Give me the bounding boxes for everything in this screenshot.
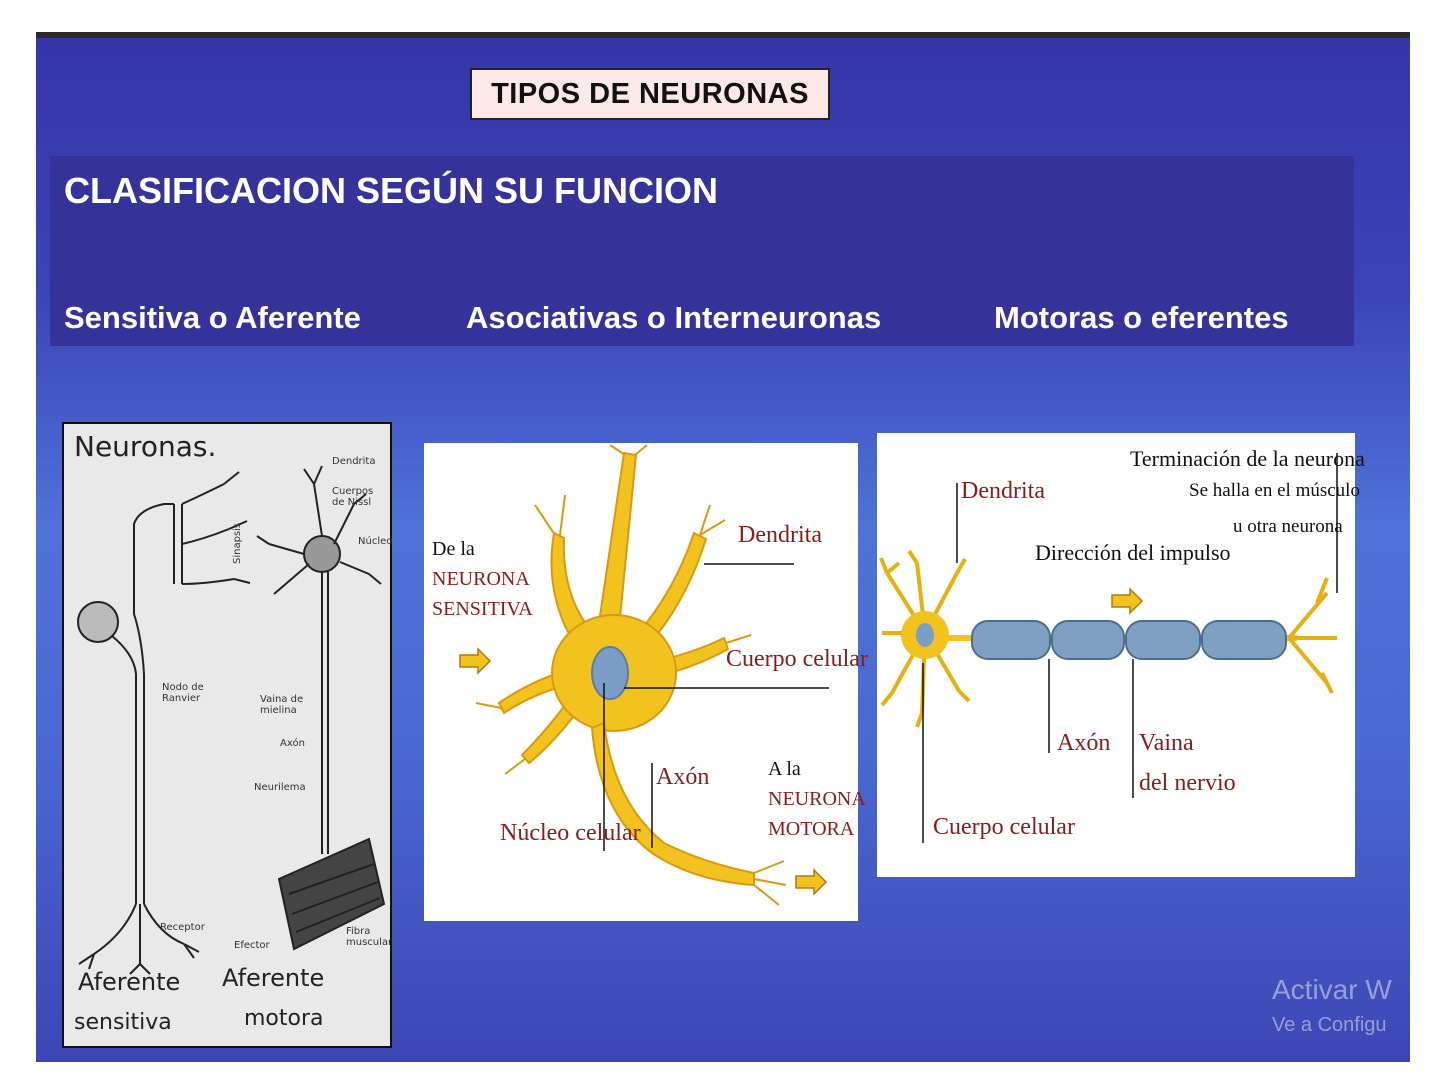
neurons-sketch-figure: Neuronas. Dendrita Cuerpos de Nissl Núcl… (62, 422, 392, 1048)
neurons-sketch-drawing (77, 465, 386, 975)
classification-heading: CLASIFICACION SEGÚN SU FUNCION (64, 170, 719, 211)
label-nodo-sketch: Nodo de Ranvier (162, 682, 204, 704)
slide-title: TIPOS DE NEURONAS (470, 68, 830, 120)
neuron-diagram-figure: De la NEURONA SENSITIVA Dendrita Cuerpo … (424, 443, 868, 921)
activation-watermark-line2: Ve a Configu (1272, 1014, 1387, 1036)
myelinated-neuron-drawing (879, 453, 1338, 843)
label-a-la: A la (768, 758, 801, 780)
label-de-la: De la (432, 538, 475, 560)
label-receptor-sketch: Receptor (160, 922, 205, 933)
label-efector-sketch: Efector (234, 940, 270, 951)
label-terminacion: Terminación de la neurona (1130, 446, 1365, 471)
label-se-halla: Se halla en el músculo (1189, 480, 1360, 501)
label-neurona-motora-2: MOTORA (768, 818, 855, 840)
label-axon-sketch: Axón (280, 738, 305, 749)
label-neurilema-sketch: Neurilema (254, 782, 306, 793)
label-axon-right: Axón (1057, 730, 1111, 756)
category-motoras: Motoras o eferentes (994, 300, 1289, 335)
label-direccion: Dirección del impulso (1035, 540, 1231, 565)
label-cuerpo-celular-middle: Cuerpo celular (726, 646, 868, 672)
caption-motora: motora (244, 1006, 324, 1031)
label-axon-middle: Axón (656, 764, 710, 790)
label-dendrita-right: Dendrita (961, 478, 1045, 504)
neuron-diagram-drawing (459, 444, 829, 906)
label-fibra-sketch: Fibra muscular (346, 926, 393, 948)
label-del-nervio: del nervio (1139, 770, 1236, 796)
label-vaina: Vaina (1139, 730, 1194, 756)
category-sensitiva: Sensitiva o Aferente (64, 300, 361, 335)
caption-sensitiva: sensitiva (74, 1010, 172, 1035)
category-asociativas: Asociativas o Interneuronas (466, 300, 882, 335)
label-vaina-sketch: Vaina de mielina (260, 694, 304, 716)
top-border (36, 32, 1410, 38)
heading-band (50, 156, 1354, 346)
label-u-otra: u otra neurona (1233, 516, 1343, 537)
label-neurona-motora-1: NEURONA (768, 788, 866, 810)
caption-aferente-left: Aferente (78, 968, 181, 996)
myelinated-neuron-figure: Terminación de la neurona Se halla en el… (877, 433, 1365, 877)
label-nissl-sketch: Cuerpos de Nissl (332, 486, 374, 508)
label-dendrita-sketch: Dendrita (332, 456, 376, 467)
sketch-title: Neuronas. (74, 430, 217, 463)
label-dendrita-middle: Dendrita (738, 522, 822, 548)
activation-watermark-line1: Activar W (1272, 974, 1392, 1005)
slide: TIPOS DE NEURONAS CLASIFICACION SEGÚN SU… (36, 32, 1410, 1062)
label-neurona-sensitiva-1: NEURONA (432, 568, 530, 590)
label-cuerpo-celular-right: Cuerpo celular (933, 814, 1075, 840)
label-neurona-sensitiva-2: SENSITIVA (432, 598, 533, 620)
label-nucleo-sketch: Núcleo (358, 536, 393, 547)
caption-aferente-right: Aferente (222, 964, 325, 992)
label-nucleo-celular: Núcleo celular (500, 820, 641, 846)
label-sinapsis-sketch: Sinapsis (232, 522, 243, 564)
